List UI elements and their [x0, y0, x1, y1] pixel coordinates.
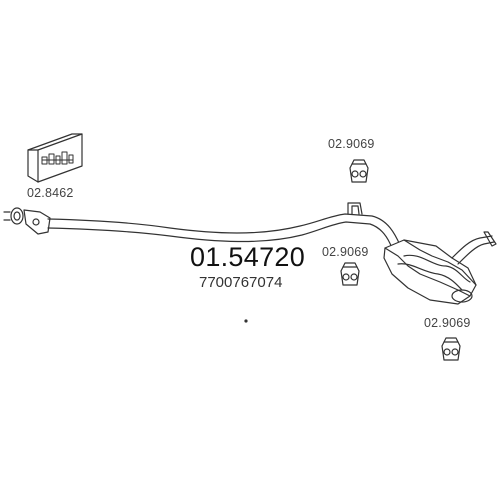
oem-number: 7700767074: [199, 274, 283, 291]
hanger-3-icon: [441, 337, 461, 361]
hanger-2-icon: [340, 262, 360, 286]
exhaust-pipe: [47, 202, 401, 249]
mount-kit-code: 02.8462: [27, 186, 74, 200]
mount-kit-box-icon: [27, 133, 83, 183]
hanger-2-code: 02.9069: [322, 245, 369, 259]
hanger-1-code: 02.9069: [328, 137, 375, 151]
rear-silencer: [383, 231, 497, 305]
hanger-3-code: 02.9069: [424, 316, 471, 330]
part-number: 01.54720: [190, 242, 306, 272]
front-flange: [3, 207, 51, 235]
stray-dot: [244, 319, 248, 323]
hanger-1-icon: [349, 159, 369, 183]
